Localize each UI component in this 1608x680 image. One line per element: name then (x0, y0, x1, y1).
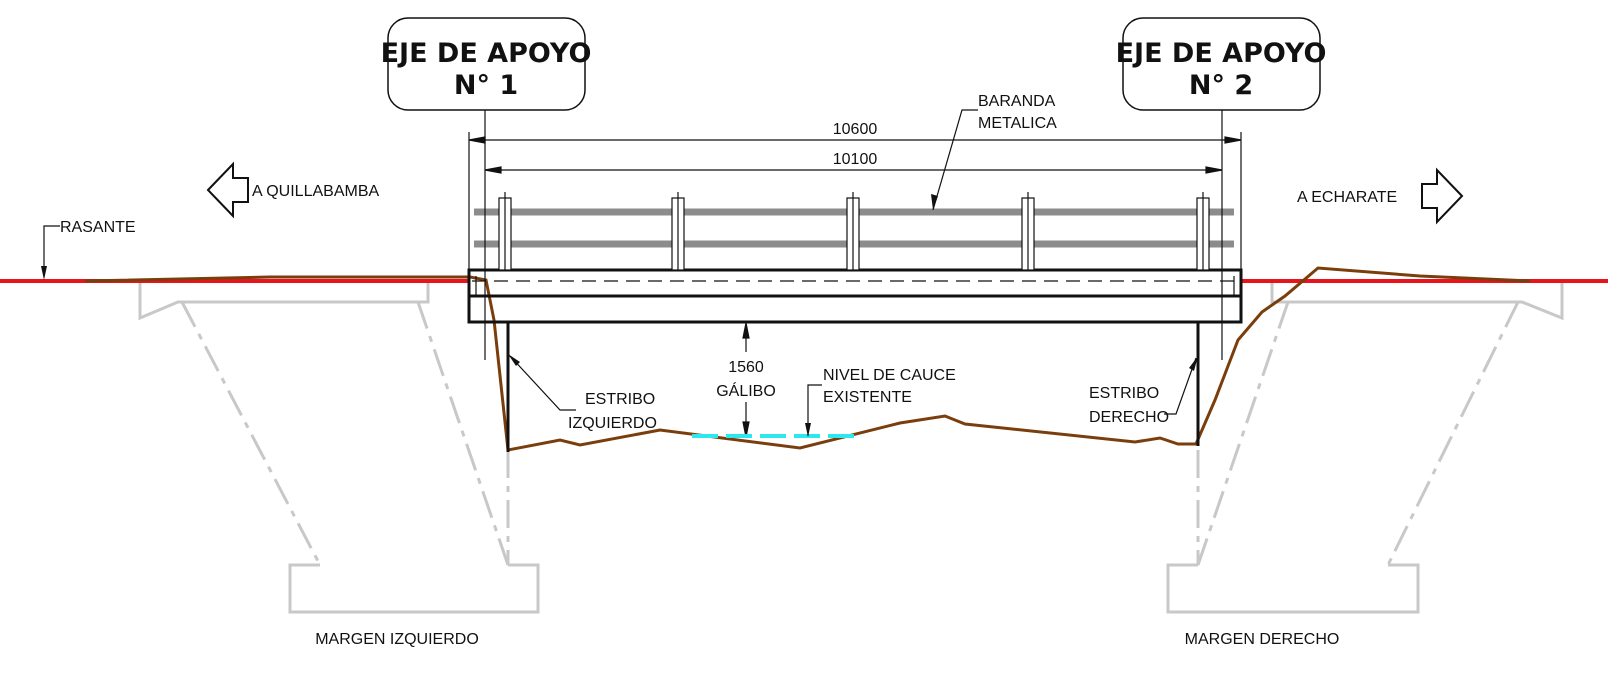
clearance-value: 1560 (728, 359, 764, 376)
direction-left-label: A QUILLABAMBA (252, 183, 379, 200)
support-axis-2-title: EJE DE APOYO (1116, 38, 1327, 69)
railing-leader (932, 109, 978, 211)
terrain-profile (84, 266, 1531, 452)
riverbed-label-line2: EXISTENTE (823, 389, 912, 406)
right-abutment-foundation (1166, 282, 1564, 614)
right-bank-label: MARGEN DERECHO (1185, 631, 1340, 648)
right-abutment-label-line2: DERECHO (1089, 409, 1169, 426)
grade-leader (43, 225, 60, 276)
span-length-label: 10100 (833, 151, 878, 168)
clearance-label: GÁLIBO (716, 381, 776, 400)
clearance-dimension (742, 322, 750, 438)
dimension-lines (468, 108, 1242, 360)
left-abutment-leader (509, 355, 576, 411)
support-axis-2: EJE DE APOYO N° 2 (1116, 17, 1327, 111)
support-axis-1-title: EJE DE APOYO (381, 38, 592, 69)
left-bank-label: MARGEN IZQUIERDO (315, 631, 479, 648)
railing-label-line2: METALICA (978, 115, 1057, 132)
grade-label: RASANTE (60, 219, 136, 236)
total-length-label: 10600 (833, 121, 878, 138)
bridge-deck (467, 268, 1243, 324)
support-axis-1-number: N° 1 (454, 70, 518, 101)
right-abutment-label-line1: ESTRIBO (1089, 385, 1159, 402)
riverbed-leader (807, 384, 822, 436)
arrow-left-icon (206, 161, 249, 219)
left-abutment-label-line2: IZQUIERDO (568, 415, 657, 432)
direction-right-label: A ECHARATE (1297, 189, 1397, 206)
metal-railing (474, 192, 1234, 271)
riverbed-label-line1: NIVEL DE CAUCE (823, 367, 956, 384)
railing-label-line1: BARANDA (978, 93, 1056, 110)
support-axis-2-number: N° 2 (1189, 70, 1253, 101)
left-abutment-foundation (138, 282, 540, 614)
left-abutment-label-line1: ESTRIBO (585, 391, 655, 408)
right-abutment-leader (1164, 357, 1197, 415)
support-axis-1: EJE DE APOYO N° 1 (381, 17, 592, 111)
arrow-right-icon (1421, 167, 1464, 225)
